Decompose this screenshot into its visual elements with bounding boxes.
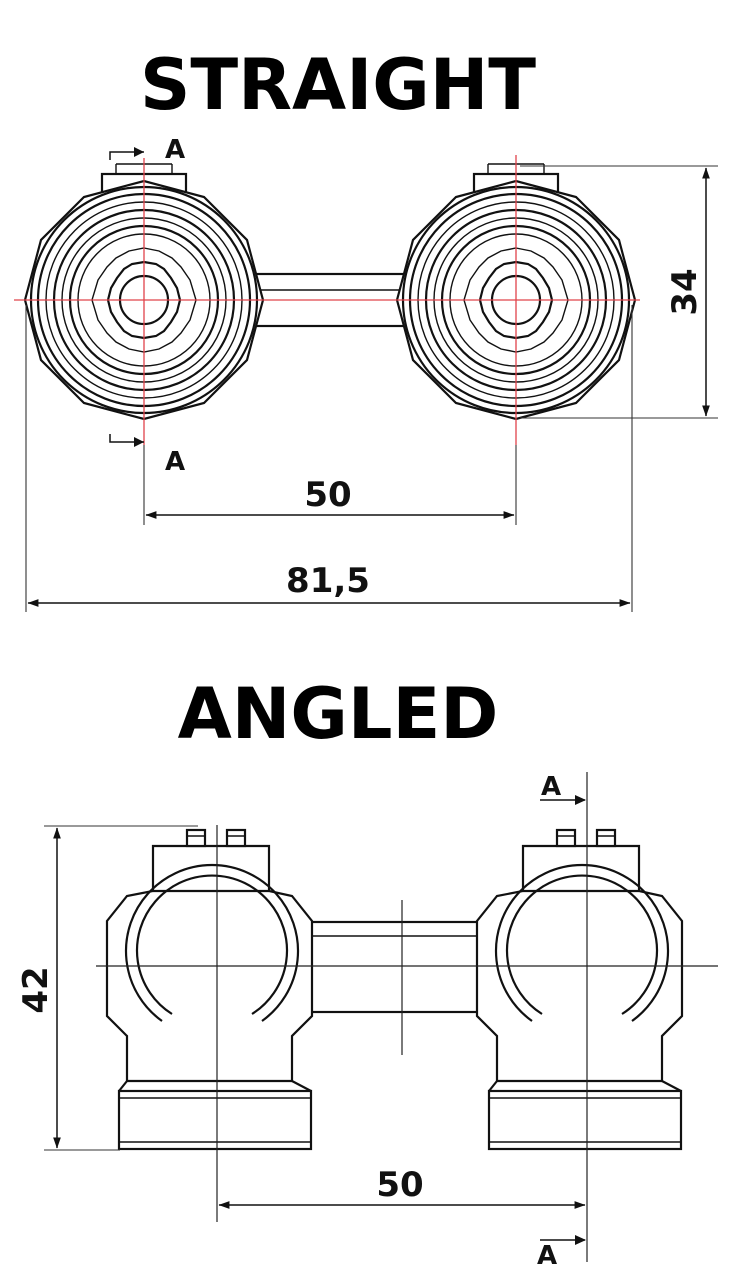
straight-title: STRAIGHT	[140, 44, 536, 126]
section-label-bottom: A	[165, 447, 185, 477]
angled-left-valve	[105, 828, 314, 1151]
height-dimension-label: 34	[665, 268, 705, 315]
section-arrow-bottom	[109, 434, 144, 443]
section-label-top: A	[541, 772, 561, 802]
section-label-bottom: A	[537, 1241, 557, 1271]
angled-assembly	[96, 772, 718, 1262]
angled-right-valve	[475, 828, 684, 1151]
height-dimension-label: 42	[16, 966, 56, 1013]
straight-assembly	[14, 155, 640, 445]
section-label-top: A	[165, 135, 185, 165]
section-arrow-top	[109, 151, 144, 160]
straight-section-marks: A A	[109, 135, 185, 477]
overall-width-label: 81,5	[286, 561, 370, 601]
center-distance-label: 50	[304, 475, 351, 515]
angled-dimensions: 42 50	[16, 825, 586, 1209]
angled-title: ANGLED	[178, 673, 499, 755]
center-distance-label: 50	[376, 1165, 423, 1205]
straight-dimensions: 34 50 81,5	[25, 165, 718, 612]
angled-section-marks: A A	[537, 772, 586, 1271]
